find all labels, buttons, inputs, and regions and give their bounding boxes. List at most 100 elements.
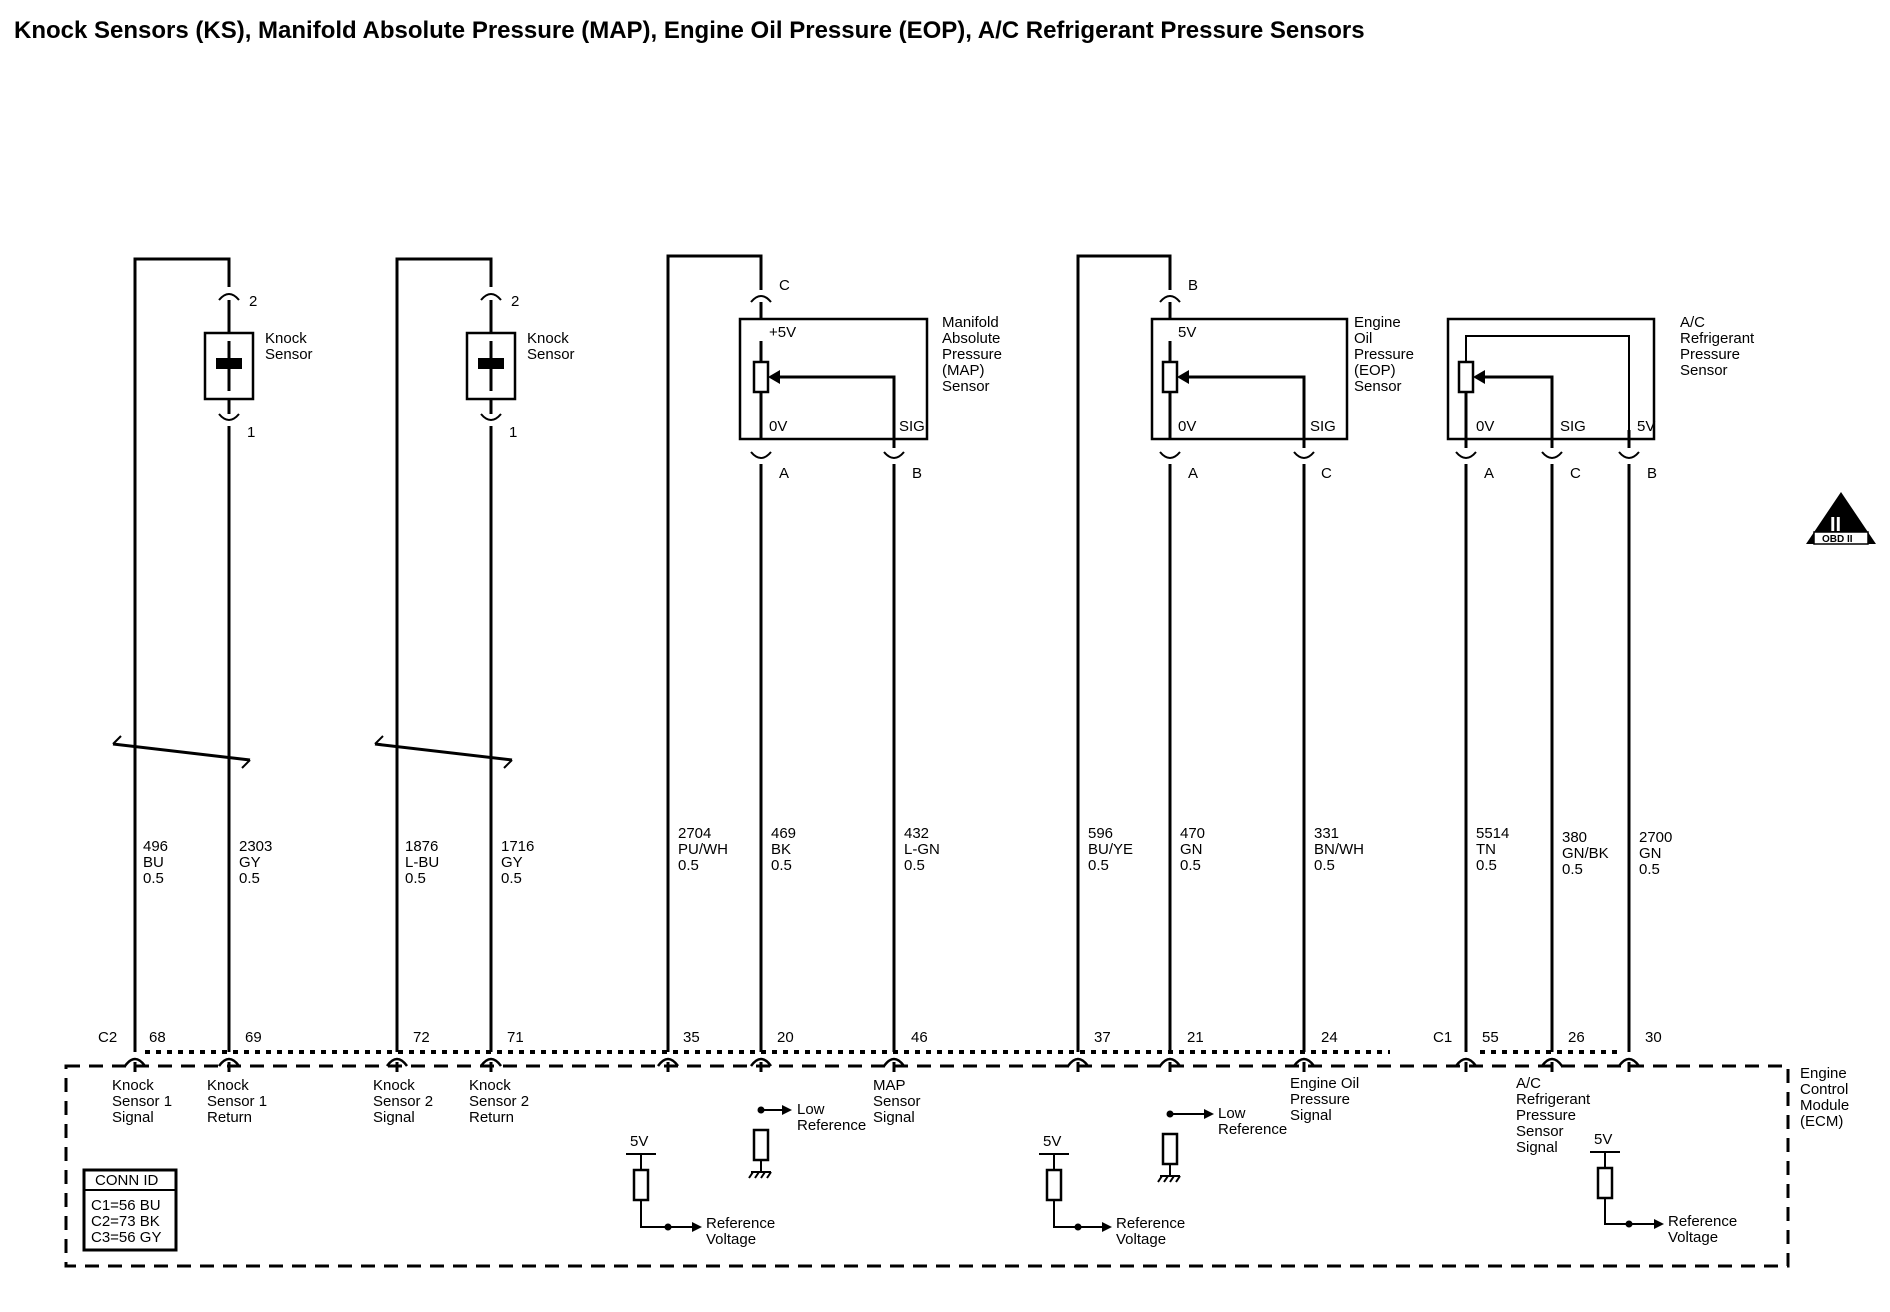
svg-text:Knock: Knock: [373, 1077, 415, 1094]
svg-text:432: 432: [904, 825, 929, 842]
svg-text:0.5: 0.5: [143, 870, 164, 887]
svg-text:Pressure: Pressure: [1680, 346, 1740, 363]
svg-text:Low: Low: [797, 1101, 825, 1118]
svg-text:1716: 1716: [501, 838, 534, 855]
svg-text:Engine Oil: Engine Oil: [1290, 1075, 1359, 1092]
svg-text:Low: Low: [1218, 1105, 1246, 1122]
svg-text:Knock: Knock: [265, 330, 307, 347]
ac-reference-voltage-circuit: 5V Reference Voltage: [1590, 1131, 1737, 1246]
svg-text:2: 2: [249, 293, 257, 310]
svg-text:2700: 2700: [1639, 829, 1672, 846]
ecm-connector-row: C2 C1: [98, 1029, 1662, 1072]
svg-text:Sensor: Sensor: [1516, 1123, 1564, 1140]
svg-text:21: 21: [1187, 1029, 1204, 1046]
svg-text:GN: GN: [1180, 841, 1203, 858]
svg-text:470: 470: [1180, 825, 1205, 842]
svg-text:0.5: 0.5: [1314, 857, 1335, 874]
svg-text:Reference: Reference: [1668, 1213, 1737, 1230]
svg-text:496: 496: [143, 838, 168, 855]
svg-text:46: 46: [911, 1029, 928, 1046]
svg-text:Reference: Reference: [1116, 1215, 1185, 1232]
svg-text:Sensor: Sensor: [265, 346, 313, 363]
svg-text:Sensor: Sensor: [873, 1093, 921, 1110]
svg-text:0.5: 0.5: [1180, 857, 1201, 874]
svg-text:Pressure: Pressure: [1354, 346, 1414, 363]
svg-text:Sensor: Sensor: [1680, 362, 1728, 379]
svg-text:Engine: Engine: [1354, 314, 1401, 331]
svg-text:B: B: [1188, 277, 1198, 294]
svg-text:Reference: Reference: [797, 1117, 866, 1134]
svg-text:0V: 0V: [1178, 418, 1196, 435]
svg-text:5V: 5V: [1594, 1131, 1612, 1148]
svg-text:Knock: Knock: [469, 1077, 511, 1094]
svg-text:GN/BK: GN/BK: [1562, 845, 1609, 862]
map-reference-voltage-circuit: 5V Reference Voltage: [626, 1133, 775, 1248]
svg-text:Signal: Signal: [873, 1109, 915, 1126]
svg-text:0.5: 0.5: [678, 857, 699, 874]
svg-text:A: A: [1188, 465, 1198, 482]
svg-text:OBD II: OBD II: [1822, 534, 1853, 545]
svg-text:C3=56 GY: C3=56 GY: [91, 1229, 161, 1246]
svg-text:PU/WH: PU/WH: [678, 841, 728, 858]
svg-text:(EOP): (EOP): [1354, 362, 1396, 379]
svg-text:0.5: 0.5: [771, 857, 792, 874]
svg-text:Signal: Signal: [1290, 1107, 1332, 1124]
svg-text:Absolute: Absolute: [942, 330, 1000, 347]
eop-reference-voltage-circuit: 5V Reference Voltage: [1039, 1133, 1185, 1248]
svg-text:II: II: [1830, 514, 1841, 536]
svg-text:Oil: Oil: [1354, 330, 1372, 347]
svg-text:Sensor: Sensor: [1354, 378, 1402, 395]
svg-text:0.5: 0.5: [239, 870, 260, 887]
svg-text:331: 331: [1314, 825, 1339, 842]
svg-text:0.5: 0.5: [1088, 857, 1109, 874]
svg-text:L-GN: L-GN: [904, 841, 940, 858]
svg-text:SIG: SIG: [899, 418, 925, 435]
map-sensor: C +5V 0V SIG A B Manifold Absolute Press…: [666, 254, 1002, 1052]
svg-text:C: C: [1570, 465, 1581, 482]
svg-text:C: C: [1321, 465, 1332, 482]
svg-text:0.5: 0.5: [1562, 861, 1583, 878]
svg-text:A: A: [1484, 465, 1494, 482]
svg-text:596: 596: [1088, 825, 1113, 842]
map-low-reference-circuit: Low Reference: [748, 1101, 866, 1179]
svg-text:C2: C2: [98, 1029, 117, 1046]
svg-text:A/C: A/C: [1680, 314, 1705, 331]
svg-text:BU: BU: [143, 854, 164, 871]
svg-text:69: 69: [245, 1029, 262, 1046]
svg-text:C2=73 BK: C2=73 BK: [91, 1213, 160, 1230]
svg-text:GY: GY: [239, 854, 261, 871]
svg-text:Refrigerant: Refrigerant: [1516, 1091, 1591, 1108]
svg-text:L-BU: L-BU: [405, 854, 439, 871]
svg-text:BU/YE: BU/YE: [1088, 841, 1133, 858]
svg-text:Sensor 2: Sensor 2: [373, 1093, 433, 1110]
svg-text:Voltage: Voltage: [706, 1231, 756, 1248]
svg-text:2704: 2704: [678, 825, 711, 842]
svg-text:Sensor 2: Sensor 2: [469, 1093, 529, 1110]
svg-text:72: 72: [413, 1029, 430, 1046]
svg-text:2303: 2303: [239, 838, 272, 855]
svg-text:Pressure: Pressure: [942, 346, 1002, 363]
page-title: Knock Sensors (KS), Manifold Absolute Pr…: [14, 17, 1365, 44]
svg-text:CONN ID: CONN ID: [95, 1172, 159, 1189]
svg-text:469: 469: [771, 825, 796, 842]
knock-sensor-1: 2 1 Knock Sensor: [112, 257, 313, 1052]
svg-text:Sensor: Sensor: [527, 346, 575, 363]
svg-text:71: 71: [507, 1029, 524, 1046]
svg-text:Manifold: Manifold: [942, 314, 999, 331]
svg-text:Engine: Engine: [1800, 1065, 1847, 1082]
svg-text:0.5: 0.5: [501, 870, 522, 887]
svg-text:TN: TN: [1476, 841, 1496, 858]
svg-text:2: 2: [511, 293, 519, 310]
svg-text:5V: 5V: [1043, 1133, 1061, 1150]
eop-low-reference-circuit: Low Reference: [1157, 1105, 1287, 1183]
